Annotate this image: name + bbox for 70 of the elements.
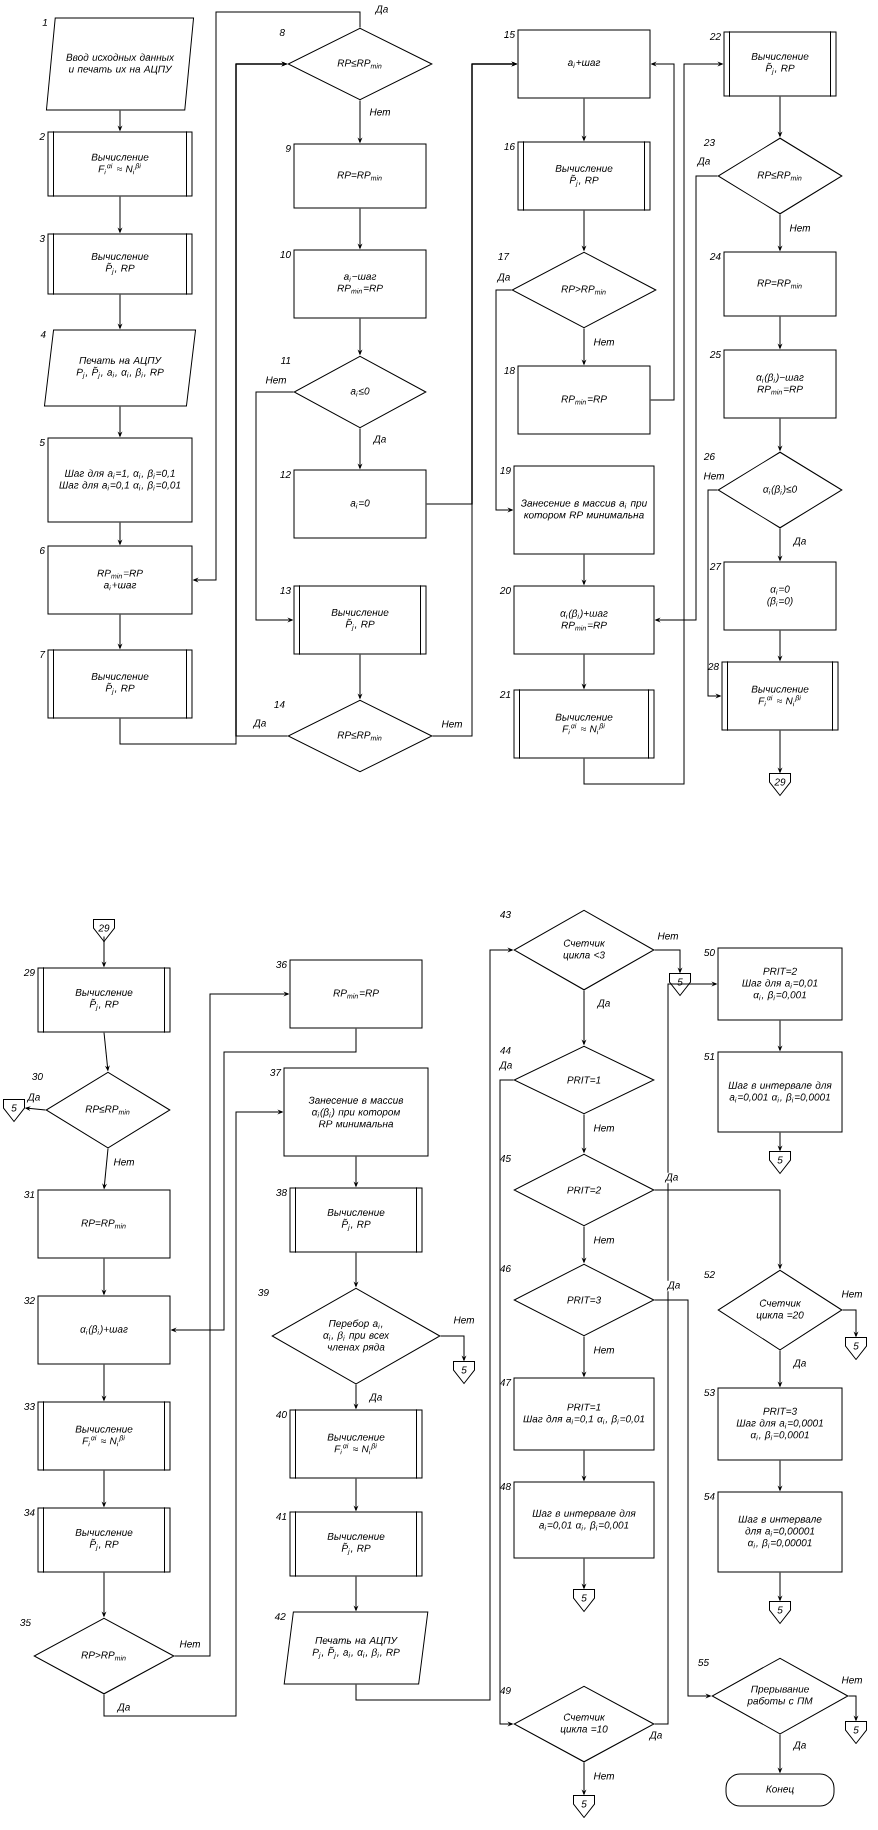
arrow xyxy=(235,62,288,737)
arrow xyxy=(354,1156,358,1187)
arrow xyxy=(102,1258,106,1295)
arrow xyxy=(355,948,513,1701)
arrow xyxy=(778,1020,782,1051)
arrow xyxy=(778,1460,782,1491)
arrow xyxy=(582,1558,586,1589)
arrow xyxy=(582,1762,586,1795)
arrow xyxy=(103,1110,283,1717)
arrow xyxy=(650,62,675,401)
arrow xyxy=(118,294,122,329)
arrow xyxy=(778,418,782,451)
arrow xyxy=(354,1384,358,1409)
arrow xyxy=(778,528,782,561)
arrow xyxy=(582,554,586,585)
arrow xyxy=(778,630,782,661)
arrow xyxy=(25,1106,46,1111)
arrow xyxy=(583,62,723,785)
arrow xyxy=(102,936,106,967)
arrow xyxy=(354,1576,358,1611)
arrow xyxy=(778,1572,782,1601)
arrow xyxy=(118,196,122,233)
arrow xyxy=(778,730,782,773)
arrow xyxy=(778,96,782,137)
arrow xyxy=(118,522,122,545)
arrow xyxy=(193,11,361,582)
arrow xyxy=(358,428,362,469)
arrow xyxy=(358,318,362,355)
arrow xyxy=(778,214,782,251)
arrow xyxy=(432,62,517,737)
arrow xyxy=(582,1114,586,1153)
arrow xyxy=(778,1132,782,1151)
arrow xyxy=(118,614,122,649)
arrow xyxy=(654,982,717,1725)
arrow xyxy=(118,110,122,131)
arrow xyxy=(655,175,718,622)
arrow xyxy=(582,1450,586,1481)
arrow xyxy=(499,1079,514,1726)
arrow xyxy=(102,1364,106,1401)
arrow xyxy=(848,1695,858,1721)
arrow xyxy=(842,1309,858,1337)
arrow xyxy=(102,1470,106,1507)
arrow xyxy=(582,98,586,141)
arrow xyxy=(707,489,721,698)
arrow xyxy=(654,1189,782,1269)
arrow xyxy=(255,391,294,622)
arrow xyxy=(171,1028,357,1332)
arrow xyxy=(582,328,586,365)
arrow xyxy=(582,654,586,689)
arrow xyxy=(358,654,362,699)
arrow xyxy=(654,1299,711,1698)
arrow xyxy=(582,1226,586,1263)
arrow xyxy=(582,990,586,1045)
arrow xyxy=(354,1252,358,1287)
arrow xyxy=(358,208,362,249)
arrow xyxy=(582,1336,586,1377)
arrow xyxy=(118,406,122,437)
arrow xyxy=(778,1350,782,1387)
arrow xyxy=(654,949,682,973)
arrow xyxy=(778,316,782,349)
arrow xyxy=(354,1478,358,1511)
arrow xyxy=(103,1032,110,1071)
arrow xyxy=(778,1734,782,1773)
arrow xyxy=(582,210,586,251)
arrow xyxy=(102,1572,106,1617)
arrow xyxy=(358,100,362,143)
arrow xyxy=(495,289,513,512)
arrow xyxy=(102,1148,109,1189)
arrow xyxy=(174,992,289,1657)
arrow xyxy=(440,1335,466,1361)
